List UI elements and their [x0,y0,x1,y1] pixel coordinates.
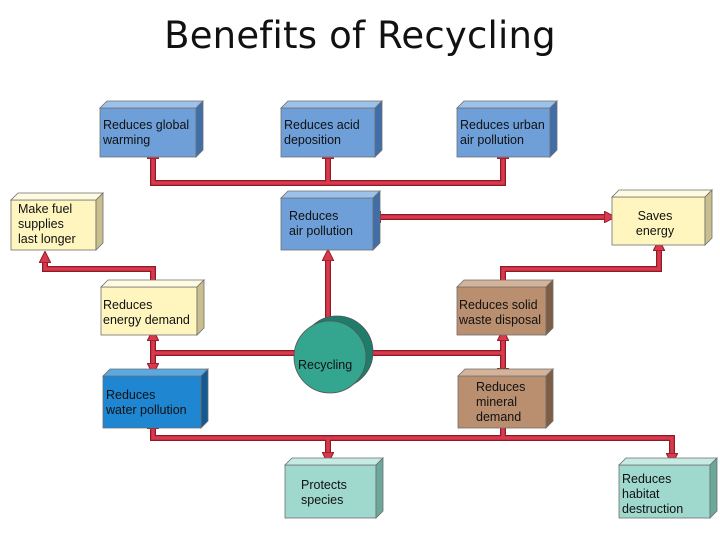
label-fuel-supplies: Make fuel supplies last longer [18,202,76,246]
label-mineral-demand: Reduces mineral demand [476,380,526,424]
box-energy-demand [100,279,205,336]
label-habitat-destruction: Reduces habitat destruction [622,472,684,516]
label-global-warming: Reduces global warming [103,118,190,147]
page-title: Benefits of Recycling [164,14,556,57]
label-saves-energy: Saves energy [635,209,675,238]
label-water-pollution: Reduces water pollution [106,388,187,417]
label-recycling: Recycling [298,358,353,372]
label-air-pollution: Reduces air pollution [289,209,353,238]
box-solid-waste [456,279,554,336]
label-protects-species: Protects species [301,478,347,507]
box-saves-energy [611,189,713,246]
label-solid-waste: Reduces solid waste disposal [459,298,541,327]
label-urban-air-pollution: Reduces urban air pollution [460,118,545,147]
box-air-pollution [280,190,381,251]
box-habitat-destruction [618,457,718,519]
box-acid-deposition [280,100,383,158]
box-fuel-supplies [10,192,104,251]
box-mineral-demand [457,368,554,429]
recycling-circle [293,315,374,394]
label-energy-demand: Reduces energy demand [103,298,190,327]
box-global-warming [99,100,204,158]
box-urban-air-pollution [456,100,558,158]
label-acid-deposition: Reduces acid deposition [284,118,360,147]
box-protects-species [284,457,384,519]
box-water-pollution [102,368,209,429]
